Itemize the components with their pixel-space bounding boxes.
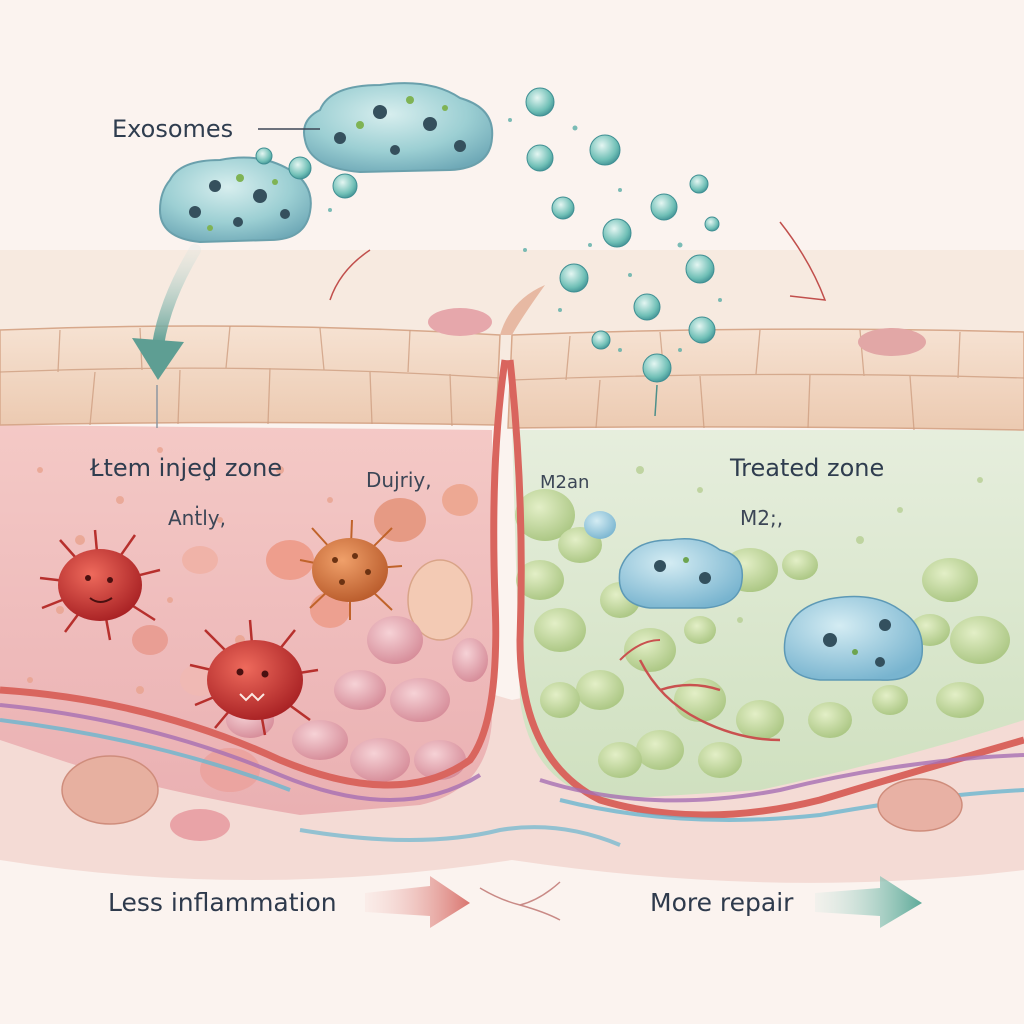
hint-arrow-left bbox=[329, 249, 371, 301]
arrow-icon bbox=[132, 244, 201, 380]
activated-cell-icon bbox=[299, 519, 403, 620]
exosome-bubbles bbox=[255, 87, 720, 383]
bubble-specks bbox=[328, 118, 722, 352]
arrow-icon bbox=[365, 876, 470, 928]
arrow-icon bbox=[815, 876, 922, 928]
healthy-cells-right bbox=[515, 489, 1010, 778]
spiky-cell-icon bbox=[189, 619, 319, 736]
spiky-cell-icon bbox=[39, 529, 161, 641]
treated-zone-label: Treated zone bbox=[730, 454, 885, 482]
injured-sub-label-1: Anṫly, bbox=[168, 506, 226, 530]
exosome-cluster-icon bbox=[303, 82, 494, 174]
blood-vessels bbox=[0, 359, 1024, 847]
lower-tissue-cells bbox=[61, 308, 963, 841]
more-repair-label: More repair bbox=[650, 888, 794, 917]
wound-crack bbox=[500, 285, 545, 335]
exosomes-label: Exosomes bbox=[112, 115, 234, 143]
bubble-leader-line bbox=[654, 384, 658, 417]
injured-sub-label-2: Dujriy, bbox=[366, 468, 432, 492]
repair-cell-icon bbox=[783, 595, 924, 681]
hint-arrow-right bbox=[779, 221, 827, 301]
injured-zone bbox=[0, 425, 492, 815]
skin-surface-left bbox=[0, 325, 501, 426]
treated-sub-label-2: M2;, bbox=[740, 506, 784, 530]
treated-sub-label-1: M2an bbox=[540, 472, 590, 493]
skin-surface-right bbox=[507, 328, 1024, 431]
repair-cell-icon bbox=[618, 538, 744, 609]
less-inflammation-label: Less inflammation bbox=[108, 888, 337, 917]
exosome-cluster-icon bbox=[158, 156, 312, 244]
connector-squiggle bbox=[479, 881, 561, 921]
injured-zone-label: Łtem injeḑ zone bbox=[90, 454, 283, 482]
